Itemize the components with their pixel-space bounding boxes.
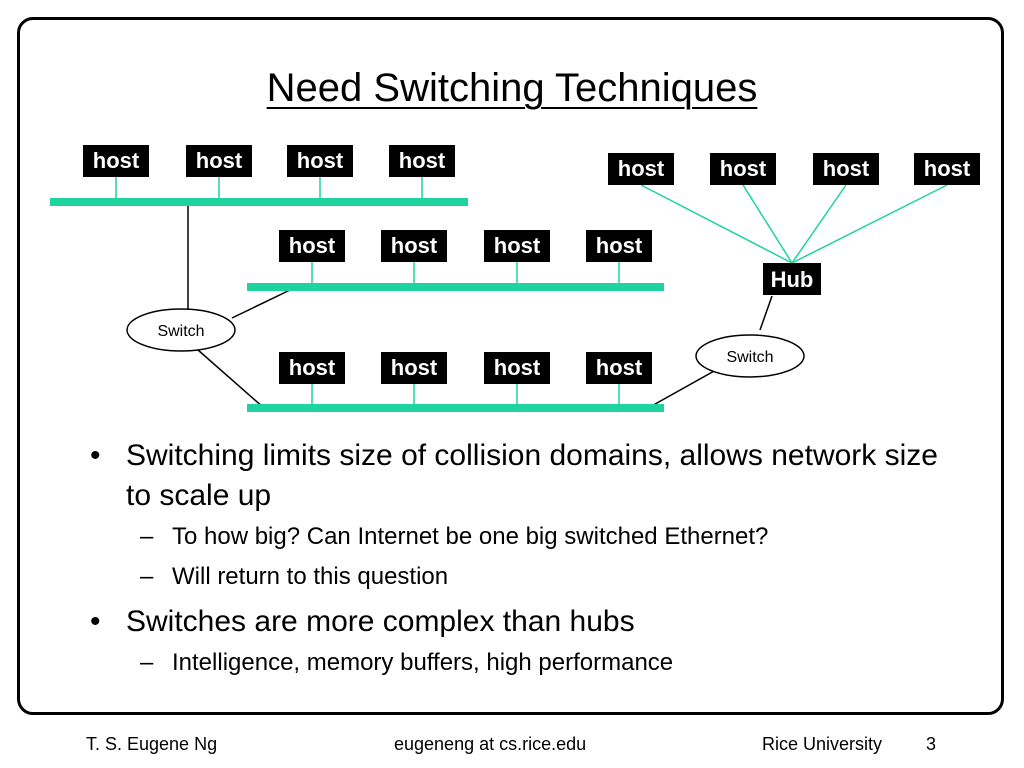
host-box [279, 352, 345, 384]
sub-bullet-item: – Will return to this question [90, 562, 970, 592]
hub-box [763, 263, 821, 295]
host-box [586, 230, 652, 262]
ethernet-segments [50, 198, 664, 412]
bullet-marker: • [90, 605, 101, 638]
host-label: host [297, 148, 344, 173]
host-label: host [924, 156, 971, 181]
switch-label: Switch [726, 349, 773, 366]
host-label: host [596, 355, 643, 380]
host-box [279, 230, 345, 262]
switch-label: Switch [157, 323, 204, 340]
host-label: host [391, 355, 438, 380]
host-box [914, 153, 980, 185]
bullet-marker: • [90, 439, 101, 472]
host-label: host [596, 233, 643, 258]
sub-bullet-text: To how big? Can Internet be one big swit… [172, 523, 769, 550]
sub-bullet-text: Intelligence, memory buffers, high perfo… [172, 649, 674, 676]
host-box [287, 145, 353, 177]
sub-bullet-item: – To how big? Can Internet be one big sw… [90, 522, 970, 552]
host-label: host [289, 355, 336, 380]
switch-ellipse [695, 334, 805, 378]
host-label: host [494, 355, 541, 380]
sub-bullet-marker: – [140, 649, 154, 676]
host-box [586, 352, 652, 384]
host-label: host [391, 233, 438, 258]
switch-wire [197, 349, 265, 409]
host-box [83, 145, 149, 177]
host-label: host [399, 148, 446, 173]
sub-bullet-text: Will return to this question [172, 563, 449, 590]
host-label: host [618, 156, 665, 181]
footer-email: eugeneng at cs.rice.edu [394, 734, 587, 754]
hub-link-wire [640, 184, 793, 264]
bullet-item: • Switches are more complex than hubs [90, 602, 970, 642]
host-box [389, 145, 455, 177]
switch-wire [647, 369, 717, 409]
bullet-list: • Switching limits size of collision dom… [90, 436, 970, 688]
footer-institution: Rice University [762, 734, 883, 754]
bullet-item: • Switching limits size of collision dom… [90, 436, 970, 516]
host-box [710, 153, 776, 185]
host-label: host [823, 156, 870, 181]
footer-page-number: 3 [926, 734, 937, 754]
switch-wire [759, 295, 773, 331]
hub-link-wire [791, 184, 847, 264]
wires [115, 177, 948, 409]
host-box [813, 153, 879, 185]
hosts: host host host host host host host host host host… [83, 145, 980, 384]
footer-author: T. S. Eugene Ng [86, 734, 218, 754]
slide-title: Need Switching Techniques [266, 66, 758, 110]
host-box [186, 145, 252, 177]
host-box [608, 153, 674, 185]
host-box [484, 352, 550, 384]
slide-frame [17, 17, 1004, 715]
sub-bullet-marker: – [140, 523, 154, 550]
host-box [381, 352, 447, 384]
host-label: host [93, 148, 140, 173]
switch-ellipse [126, 308, 236, 352]
host-label: host [289, 233, 336, 258]
hub-label: Hub [771, 267, 814, 292]
host-label: host [720, 156, 767, 181]
host-label: host [196, 148, 243, 173]
hub-link-wire [742, 184, 793, 264]
sub-bullet-marker: – [140, 563, 154, 590]
sub-bullet-item: – Intelligence, memory buffers, high per… [90, 648, 970, 678]
bullet-text: Switches are more complex than hubs [126, 605, 635, 638]
host-box [484, 230, 550, 262]
host-box [381, 230, 447, 262]
bullet-text: Switching limits size of collision domai… [126, 439, 938, 512]
hub-link-wire [791, 184, 948, 264]
switch-wire [231, 289, 291, 319]
host-label: host [494, 233, 541, 258]
